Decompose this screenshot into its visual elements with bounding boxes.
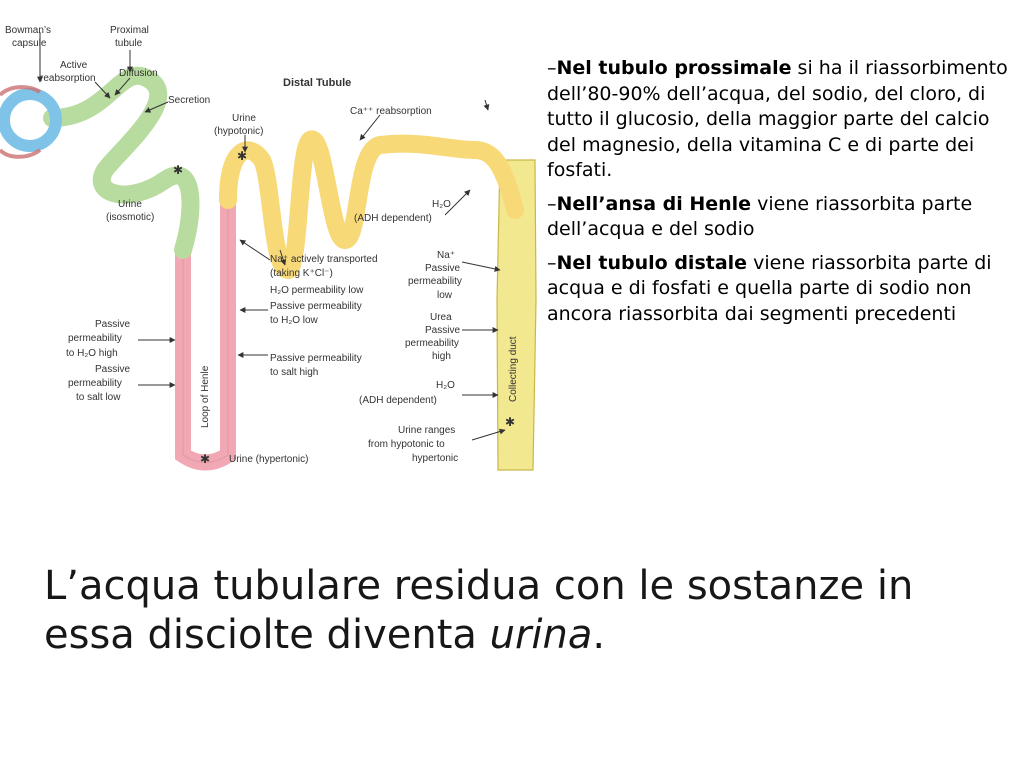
bullet-item: –Nel tubulo prossimale si ha il riassorb…	[547, 56, 1017, 184]
label-ca-reabsorption: Ca⁺⁺ reabsorption	[350, 106, 432, 117]
conclusion-main: L’acqua tubulare residua con le sostanze…	[44, 563, 914, 658]
label-h2o-adh: H₂O	[432, 199, 451, 210]
label-urine-ranges: hypertonic	[412, 453, 458, 464]
label-urine-hypertonic: Urine (hypertonic)	[229, 454, 308, 465]
label-urine-hypotonic: (hypotonic)	[214, 126, 263, 137]
bullet-heading: Nel tubulo prossimale	[556, 57, 792, 79]
bullet-heading: Nell’ansa di Henle	[556, 192, 752, 215]
bullet-dash: –	[547, 251, 557, 274]
bullet-heading: Nel tubulo distale	[556, 251, 748, 274]
label-passive-salt-low: Passive	[95, 364, 130, 375]
bullet-list: –Nel tubulo prossimale si ha il riassorb…	[547, 56, 1017, 335]
label-urine-ranges: from hypotonic to	[368, 439, 445, 450]
label-h2o-adh: H₂O	[436, 380, 455, 391]
proximal-tubule-shape	[43, 66, 200, 259]
label-urine-ranges: Urine ranges	[398, 425, 455, 436]
label-secretion: Secretion	[168, 95, 210, 106]
bullet-text: viene riassorbita parte dell’acqua e del…	[547, 192, 973, 241]
label-na-passive: low	[437, 290, 453, 301]
label-na-active: (taking K⁺Cl⁻)	[270, 268, 333, 279]
label-na-passive: Na⁺	[437, 250, 455, 261]
label-passive-h2o-low: to H₂O low	[270, 315, 319, 326]
label-active-reabsorption: Active	[60, 60, 88, 71]
label-h2o-adh: (ADH dependent)	[354, 213, 432, 224]
nephron-diagram: ✱ ✱ ✱ ✱ Bowman’s capsule Proximal tubule…	[0, 25, 537, 471]
bullet-item: –Nel tubulo distale viene riassorbita pa…	[547, 251, 1017, 328]
label-passive-h2o-high: to H₂O high	[66, 348, 118, 359]
label-passive-salt-low: to salt low	[76, 392, 121, 403]
bullet-dash: –	[547, 57, 557, 79]
label-h2o-perm-low: H₂O permeability low	[270, 285, 364, 296]
label-distal-tubule: Distal Tubule	[283, 77, 351, 89]
bullet-dash: –	[547, 192, 557, 215]
label-active-reabsorption: reabsorption	[40, 73, 96, 84]
label-urine-isosmotic: Urine	[118, 199, 142, 210]
label-passive-h2o-high: Passive	[95, 319, 130, 330]
marker-star: ✱	[237, 149, 247, 163]
label-loop-of-henle: Loop of Henle	[200, 365, 211, 428]
distal-tubule-shape	[219, 130, 524, 280]
conclusion-italic: urina	[489, 612, 593, 658]
label-bowmans-capsule: Bowman’s	[5, 25, 51, 36]
conclusion-end: .	[592, 612, 606, 658]
bowmans-capsule-shape	[0, 88, 62, 152]
label-proximal-tubule: Proximal	[110, 25, 149, 36]
label-h2o-adh: (ADH dependent)	[359, 395, 437, 406]
label-urine-isosmotic: (isosmotic)	[106, 212, 154, 223]
label-urea: permeability	[405, 338, 459, 349]
label-na-passive: permeability	[408, 276, 462, 287]
label-passive-h2o-high: permeability	[68, 333, 122, 344]
conclusion-text: L’acqua tubulare residua con le sostanze…	[44, 562, 1004, 660]
label-na-passive: Passive	[425, 263, 460, 274]
label-passive-salt-high: to salt high	[270, 367, 318, 378]
label-na-active: Na⁺ actively transported	[270, 254, 378, 265]
label-bowmans-capsule: capsule	[12, 38, 47, 49]
label-proximal-tubule: tubule	[115, 38, 143, 49]
bullet-text: si ha il riassorbimento dell’80-90% dell…	[547, 57, 1008, 181]
marker-star: ✱	[505, 415, 515, 429]
marker-star: ✱	[200, 452, 210, 466]
label-urea: Urea	[430, 312, 452, 323]
label-urea: high	[432, 351, 451, 362]
bullet-item: –Nell’ansa di Henle viene riassorbita pa…	[547, 192, 1017, 243]
bullet-text: viene riassorbita parte di acqua e di fo…	[547, 251, 992, 325]
label-passive-salt-high: Passive permeability	[270, 353, 362, 364]
label-passive-h2o-low: Passive permeability	[270, 301, 362, 312]
marker-star: ✱	[173, 163, 183, 177]
label-urine-hypotonic: Urine	[232, 113, 256, 124]
collecting-duct-shape	[496, 159, 537, 471]
label-diffusion: Diffusion	[119, 68, 158, 79]
label-urea: Passive	[425, 325, 460, 336]
label-collecting-duct: Collecting duct	[508, 336, 519, 402]
label-passive-salt-low: permeability	[68, 378, 122, 389]
